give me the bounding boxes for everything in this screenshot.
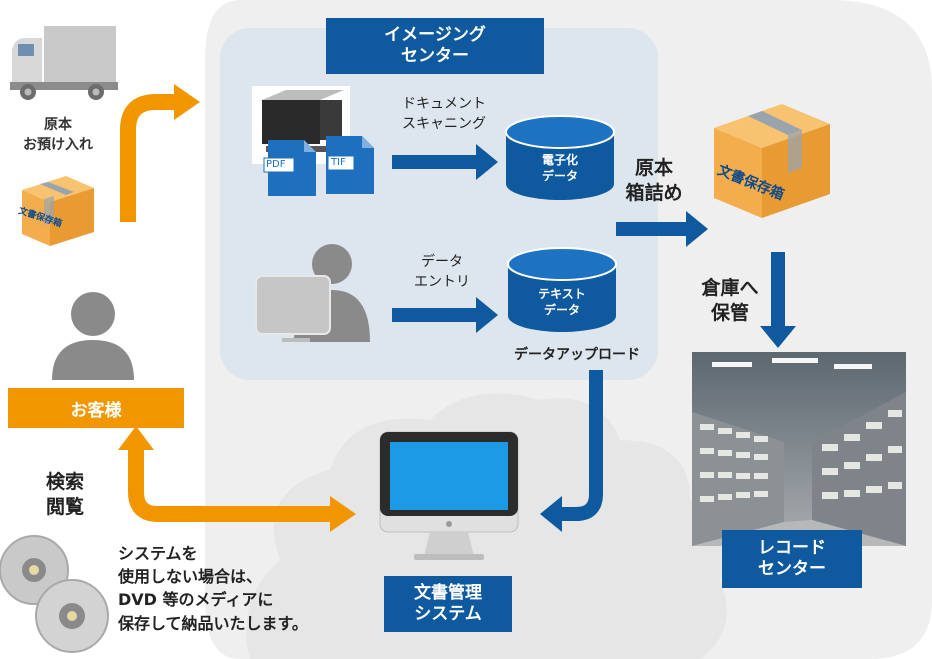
database-icon-text xyxy=(507,247,617,332)
original-deposit-line1: 原本 xyxy=(44,117,72,133)
dvd-disc-icon xyxy=(0,535,109,653)
tif-label: TIF xyxy=(331,157,346,168)
packing-line2: 箱詰め xyxy=(625,181,683,204)
storage-box-icon xyxy=(22,176,94,246)
pdf-label: PDF xyxy=(266,159,286,170)
text-data-line1: テキスト xyxy=(538,287,586,301)
scan-arrowhead xyxy=(476,144,498,180)
data-entry-operator-icon xyxy=(255,244,370,342)
document-scanning-line1: ドキュメント xyxy=(402,96,486,112)
document-scanning-line2: スキャニング xyxy=(402,116,486,133)
electronic-data-label: 電子化 データ xyxy=(506,152,614,184)
retrieval-arrowhead-right xyxy=(330,496,356,532)
search-browse-line1: 検索 xyxy=(45,471,84,493)
packing-line1: 原本 xyxy=(634,157,673,179)
dvd-note: システムを 使用しない場合は、 DVD 等のメディアに 保存して納品いたします。 xyxy=(118,544,308,633)
packing-label: 原本 箱詰め xyxy=(616,156,692,205)
warehouse-photo xyxy=(692,352,906,546)
doc-system-label: 文書管理 システム xyxy=(384,576,512,632)
data-entry-line1: データ xyxy=(421,254,463,270)
deposit-arrowhead xyxy=(174,84,200,120)
data-upload-label: データアップロード xyxy=(514,347,640,363)
database-icon-electronic xyxy=(505,115,615,200)
packing-arrowhead xyxy=(686,211,708,247)
warehouse-label: 倉庫へ 保管 xyxy=(686,276,774,325)
doc-system-line1: 文書管理 xyxy=(414,582,482,603)
record-center-label: レコード センター xyxy=(722,530,862,588)
file-icons xyxy=(263,136,374,196)
computer-monitor-icon xyxy=(379,431,519,560)
warehouse-line1: 倉庫へ xyxy=(701,277,759,299)
original-deposit-line2: お預け入れ xyxy=(23,136,93,153)
entry-arrowhead xyxy=(476,297,498,333)
text-data-line2: データ xyxy=(543,303,580,318)
warehouse-line2: 保管 xyxy=(710,301,749,324)
text-data-label: テキスト データ xyxy=(508,286,616,318)
deposit-arrow xyxy=(120,94,176,222)
imaging-center-title: イメージング センター xyxy=(326,18,544,74)
data-entry-label: データ エントリ xyxy=(394,252,490,293)
search-browse-line2: 閲覧 xyxy=(45,495,84,518)
upload-arrowhead xyxy=(540,496,562,532)
data-entry-line2: エントリ xyxy=(414,274,470,291)
imaging-center-title-line1: イメージング xyxy=(384,24,486,45)
record-center-line1: レコード xyxy=(758,537,826,558)
warehouse-arrowhead xyxy=(760,326,796,348)
retrieval-arrowhead-up xyxy=(118,426,154,450)
search-browse-label: 検索 閲覧 xyxy=(28,470,102,519)
customer-label: お客様 xyxy=(8,388,184,428)
storage-box-icon-large xyxy=(714,104,830,218)
record-center-line2: センター xyxy=(758,559,826,579)
upload-arrow xyxy=(560,370,603,521)
truck-icon xyxy=(10,26,118,100)
person-icon xyxy=(52,292,134,380)
electronic-data-line1: 電子化 xyxy=(541,153,578,167)
doc-system-line2: システム xyxy=(414,604,482,624)
document-scanning-label: ドキュメント スキャニング xyxy=(388,94,500,135)
retrieval-arrow xyxy=(128,448,332,522)
electronic-data-line2: データ xyxy=(541,169,578,184)
original-deposit-label: 原本 お預け入れ xyxy=(8,116,108,155)
imaging-center-title-line2: センター xyxy=(401,46,469,66)
